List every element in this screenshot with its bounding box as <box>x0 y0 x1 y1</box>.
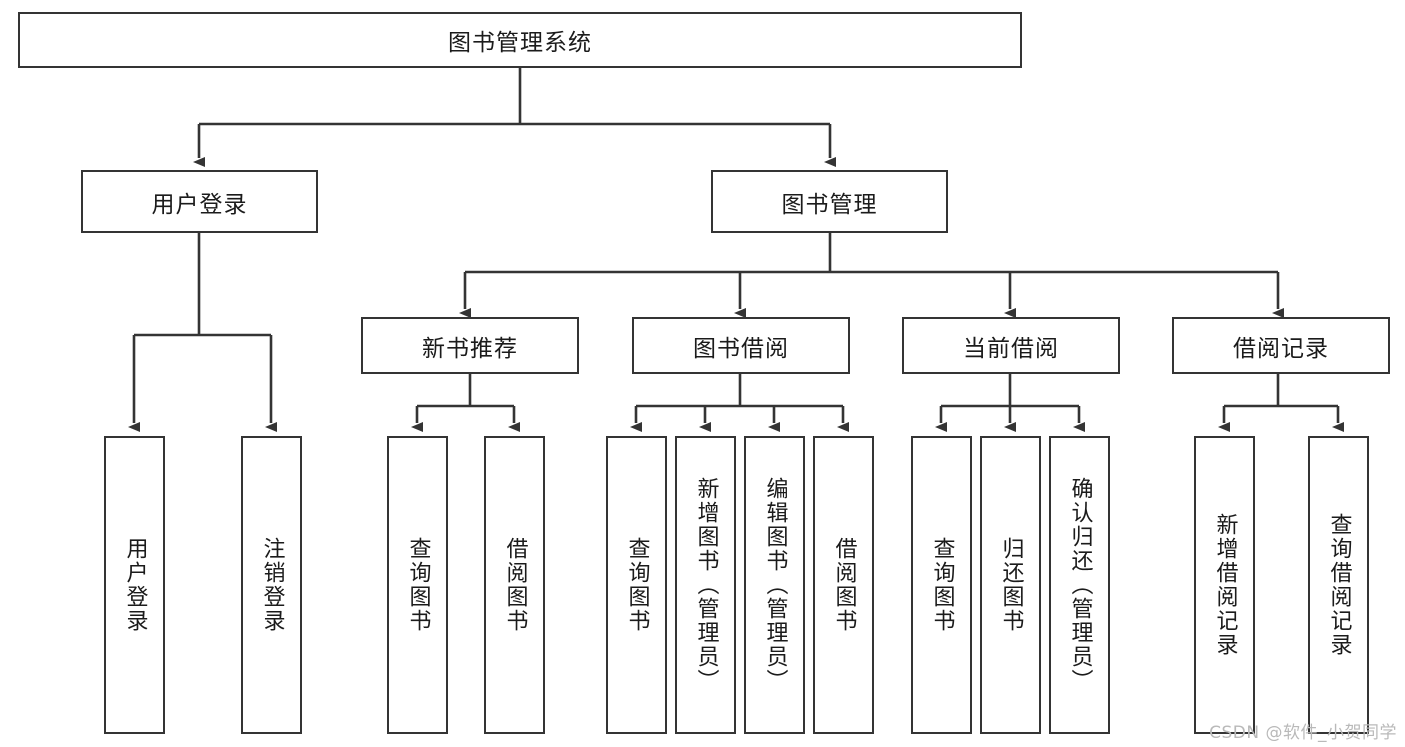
node-book-borrow[interactable]: 图书借阅 <box>632 317 850 374</box>
node-label: 当前借阅 <box>963 335 1059 362</box>
leaf-query-book-borrow[interactable]: 查询图书 <box>606 436 667 734</box>
node-label: 归还图书 <box>998 537 1024 633</box>
node-label: 编辑图书（管理员） <box>762 477 788 693</box>
node-label: 查询图书 <box>624 537 650 633</box>
node-label: 借阅图书 <box>831 537 857 633</box>
node-label: 查询图书 <box>405 537 431 633</box>
node-user-login[interactable]: 用户登录 <box>81 170 318 233</box>
leaf-user-login[interactable]: 用户登录 <box>104 436 165 734</box>
leaf-add-borrow-record[interactable]: 新增借阅记录 <box>1194 436 1255 734</box>
leaf-confirm-return-admin[interactable]: 确认归还（管理员） <box>1049 436 1110 734</box>
node-current-borrow[interactable]: 当前借阅 <box>902 317 1120 374</box>
node-label: 用户登录 <box>122 537 148 633</box>
node-label: 查询借阅记录 <box>1326 513 1352 657</box>
node-label: 新书推荐 <box>422 335 518 362</box>
leaf-query-book-current[interactable]: 查询图书 <box>911 436 972 734</box>
node-new-book-recommend[interactable]: 新书推荐 <box>361 317 579 374</box>
leaf-borrow-book[interactable]: 借阅图书 <box>813 436 874 734</box>
leaf-borrow-book-recommend[interactable]: 借阅图书 <box>484 436 545 734</box>
node-label: 用户登录 <box>151 191 248 218</box>
leaf-logout[interactable]: 注销登录 <box>241 436 302 734</box>
node-label: 查询图书 <box>929 537 955 633</box>
watermark-text: CSDN @软件_小贺同学 <box>1209 723 1397 743</box>
leaf-query-borrow-record[interactable]: 查询借阅记录 <box>1308 436 1369 734</box>
leaf-add-book-admin[interactable]: 新增图书（管理员） <box>675 436 736 734</box>
node-label: 确认归还（管理员） <box>1067 477 1093 693</box>
leaf-query-book-recommend[interactable]: 查询图书 <box>387 436 448 734</box>
node-root-book-management-system[interactable]: 图书管理系统 <box>18 12 1022 68</box>
node-label: 新增借阅记录 <box>1212 513 1238 657</box>
node-label: 借阅记录 <box>1233 335 1329 362</box>
node-book-management[interactable]: 图书管理 <box>711 170 948 233</box>
node-label: 借阅图书 <box>502 537 528 633</box>
leaf-edit-book-admin[interactable]: 编辑图书（管理员） <box>744 436 805 734</box>
node-label: 图书管理 <box>781 191 878 218</box>
node-borrow-record[interactable]: 借阅记录 <box>1172 317 1390 374</box>
node-label: 新增图书（管理员） <box>693 477 719 693</box>
node-label: 图书管理系统 <box>448 30 592 56</box>
node-label: 注销登录 <box>259 537 285 633</box>
leaf-return-book[interactable]: 归还图书 <box>980 436 1041 734</box>
node-label: 图书借阅 <box>693 335 789 362</box>
